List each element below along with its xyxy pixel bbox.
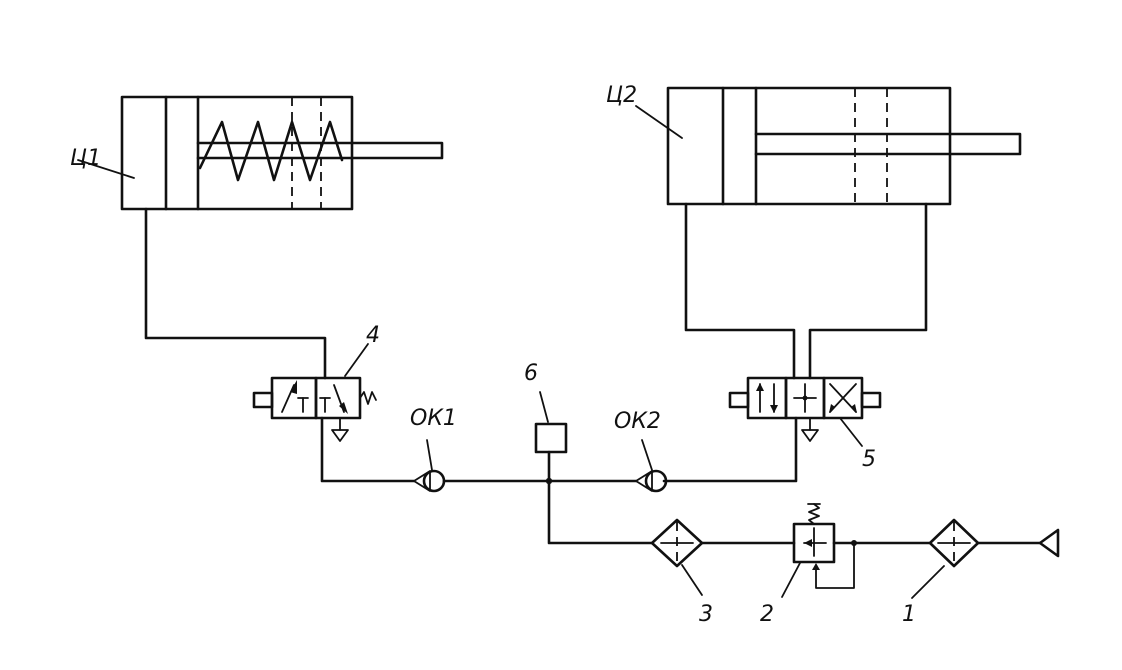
valve-5-leader (839, 417, 863, 447)
pipelines (144, 202, 1042, 545)
air-source-icon (1038, 528, 1060, 558)
cylinder-2-label: Ц2 (606, 83, 637, 108)
cylinder-1-leader (77, 159, 135, 179)
element-6 (534, 422, 568, 454)
filter-3 (650, 518, 704, 568)
filter-1 (928, 518, 980, 568)
filter-1-leader (911, 565, 945, 599)
filter-1-label: 1 (902, 602, 916, 627)
valve-4-label: 4 (366, 323, 380, 348)
element-6-leader (539, 391, 549, 423)
element-6-label: 6 (524, 361, 538, 386)
cylinder-2 (666, 86, 1022, 206)
check-valve-1 (413, 469, 446, 493)
spring-icon (808, 503, 820, 525)
check-valve-1-leader (426, 439, 433, 471)
spring-icon (198, 120, 344, 182)
pressure-regulator-2-label: 2 (760, 602, 774, 627)
exhaust-icon (801, 429, 819, 442)
check-valve-1-label: ОК1 (410, 406, 457, 431)
filter-3-leader (681, 564, 703, 596)
junction-dot (851, 540, 857, 546)
valve-5 (728, 376, 882, 442)
pressure-regulator-2 (792, 503, 855, 589)
spring-icon (359, 391, 377, 405)
check-valve-2-leader (641, 439, 653, 471)
valve-4-leader (344, 343, 369, 377)
cylinder-1-label: Ц1 (70, 146, 101, 171)
filter-3-label: 3 (699, 602, 713, 627)
cylinder-2-leader (635, 105, 683, 139)
valve-4 (252, 376, 377, 442)
cylinder-1 (120, 95, 444, 211)
pressure-regulator-2-leader (781, 562, 801, 598)
check-valve-2-label: ОК2 (614, 409, 661, 434)
valve-5-label: 5 (862, 447, 876, 472)
check-valve-2 (635, 469, 668, 493)
exhaust-icon (331, 429, 349, 442)
junction-dot (545, 477, 553, 485)
